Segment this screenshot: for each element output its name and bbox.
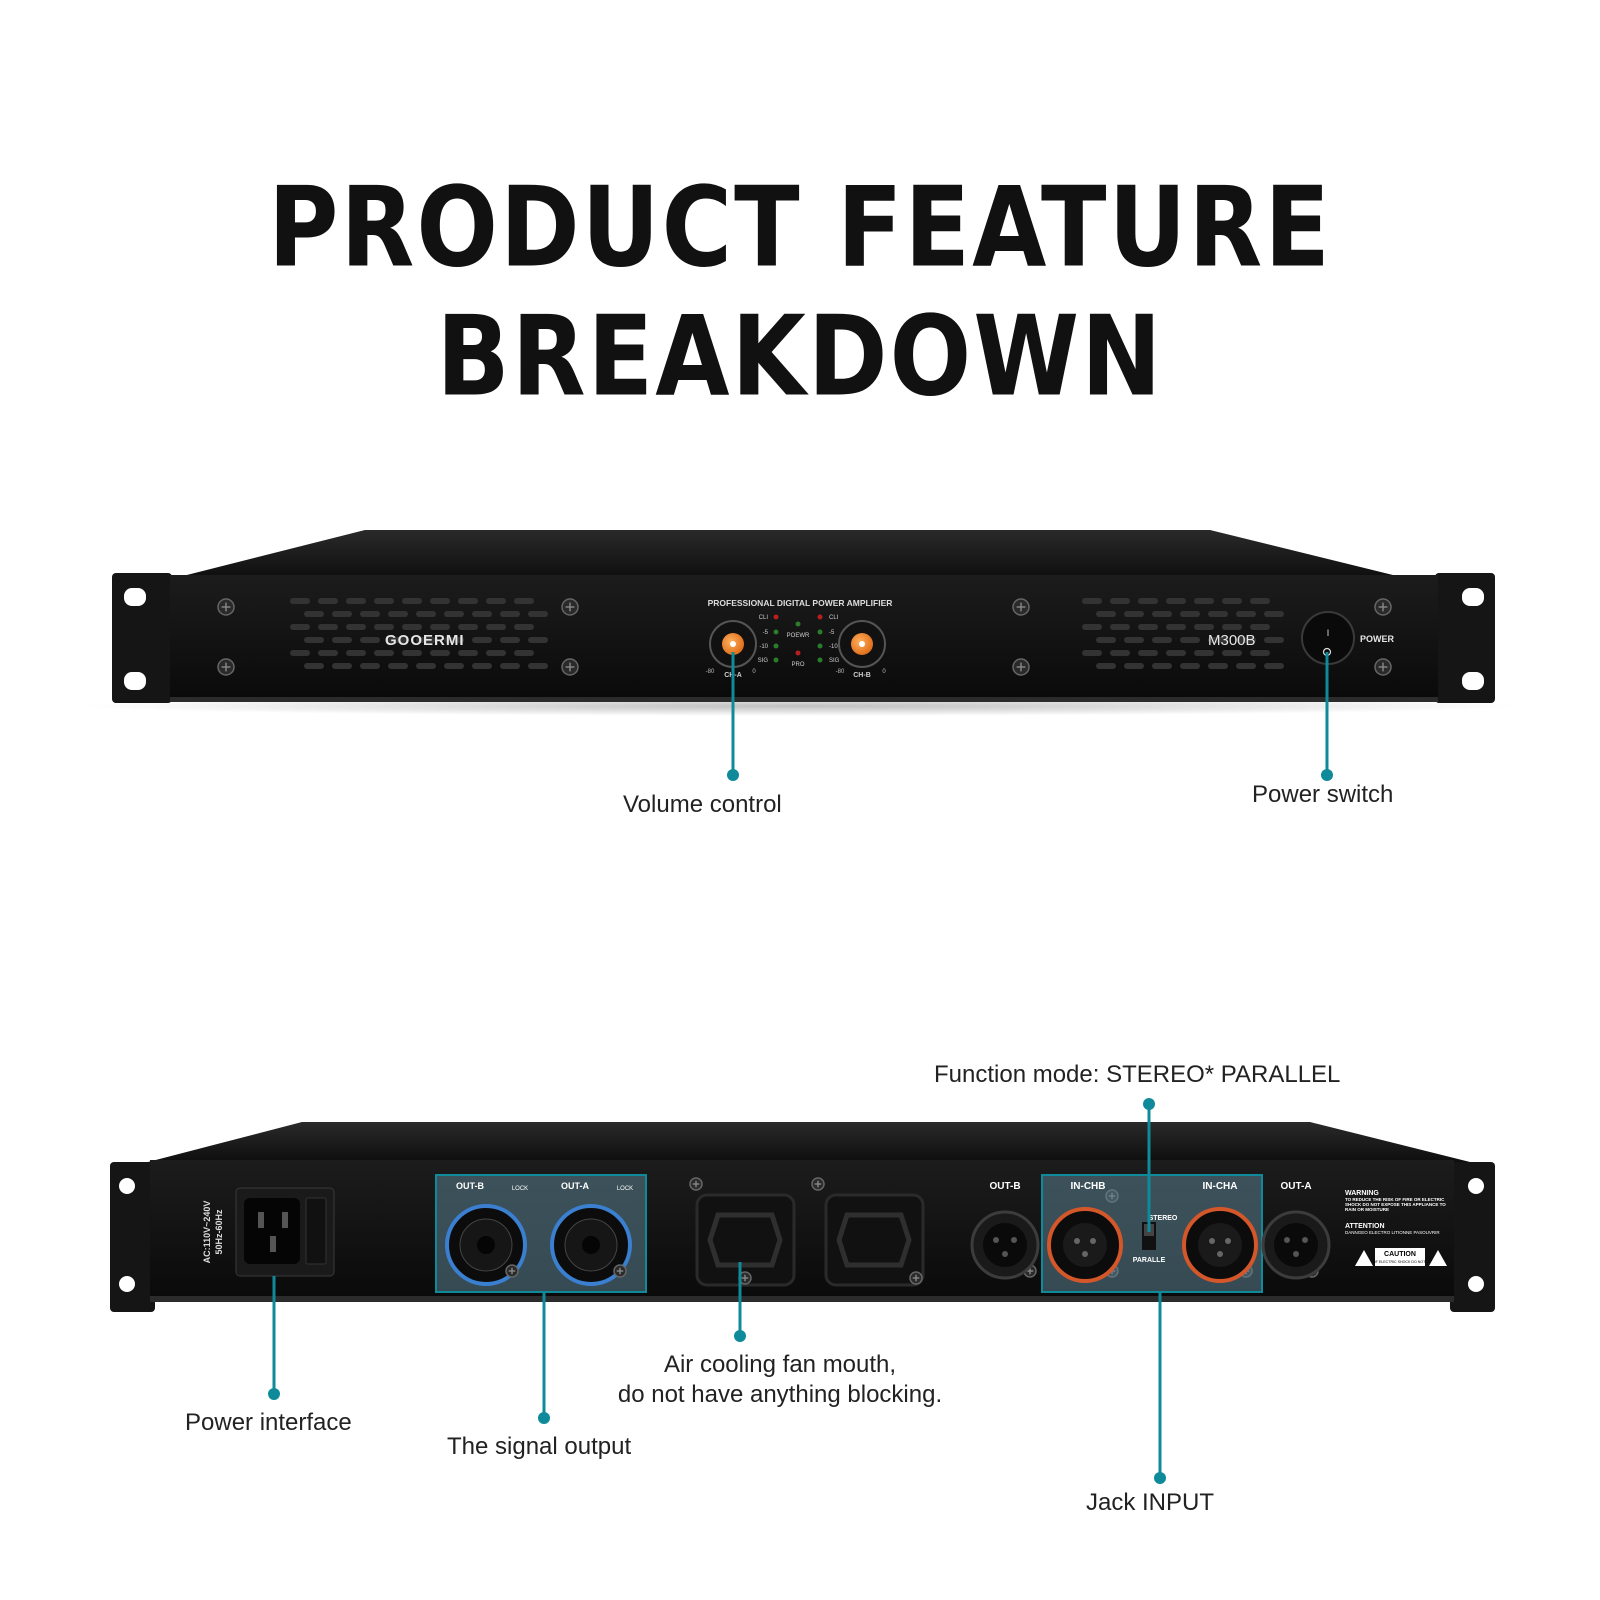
attention-text: DANNGEO ELECTRO LITIONNE PASOUVRIR [1345,1230,1440,1235]
svg-text:-5: -5 [763,630,769,636]
speakon-out-a [550,1204,632,1286]
power-label: POWER [1360,634,1395,644]
power-switch-glyph: I [1327,628,1330,638]
knob-b-max: 0 [882,669,886,675]
xlr-out-a [1261,1210,1331,1280]
xlr-out-a-label: OUT-A [1280,1181,1311,1192]
knob-b-label: CH-B [853,672,871,679]
protect-led-label: PRO [791,662,804,668]
svg-text:CLI: CLI [829,615,839,621]
lock-label-b: LOCK [512,1186,528,1192]
brand-logo: GOOERMI [385,632,465,649]
fan-left [695,1193,796,1287]
jack-input-label: Jack INPUT [1086,1489,1215,1516]
fan-label-line1: Air cooling fan mouth, [663,1351,897,1378]
xlr-in-cha [1182,1207,1258,1283]
knob-b-min: -80 [836,669,845,675]
model-label: M300B [1208,632,1256,649]
rear-panel: AC:110V~240V 50Hz-60Hz OUT-B OUT-A LOCK … [110,1122,1495,1312]
mode-parallel-label: PARALLE [1133,1257,1166,1264]
power-switch-label: Power switch [1252,781,1394,808]
ac-label-1: AC:110V~240V [202,1201,212,1264]
speakon-a-label: OUT-A [561,1181,589,1191]
knob-a-max: 0 [752,669,756,675]
power-led-label: POEWR [787,633,810,639]
svg-text:SIG: SIG [829,658,840,664]
fan-label-line2: do not have anything blocking. [617,1381,943,1408]
caution-text: RISK OF ELECTRIC SHOCK DO NOT OPEN [1363,1260,1436,1264]
caution-box [1375,1248,1425,1266]
caution-title: CAUTION [1384,1251,1416,1258]
page-title: PRODUCT FEATURE BREAKDOWN [268,163,1332,421]
warning-title: WARNING [1345,1190,1379,1197]
fan-right [824,1193,925,1287]
mode-stereo-label: STEREO [1149,1215,1178,1222]
volume-control-label: Volume control [623,791,782,818]
front-header-text: PROFESSIONAL DIGITAL POWER AMPLIFIER [708,598,893,608]
volume-knob-b [838,620,886,668]
lock-label-a: LOCK [617,1186,633,1192]
svg-text:CLI: CLI [759,615,769,621]
volume-knob-a [709,620,757,668]
warning-text: TO REDUCE THE RISK OF FIRE OR ELECTRIC S… [1345,1197,1446,1212]
svg-text:-5: -5 [829,630,835,636]
knob-a-min: -80 [706,669,715,675]
ac-label-2: 50Hz-60Hz [214,1209,224,1255]
power-interface-label: Power interface [185,1409,352,1436]
rack-ear-left [112,573,172,703]
function-mode-label: Function mode: STEREO* PARALLEL [934,1061,1341,1088]
power-inlet [235,1187,335,1277]
speakon-out-b [445,1204,527,1286]
rack-ear-right [1435,573,1495,703]
xlr-in-chb [1047,1207,1123,1283]
svg-text:SIG: SIG [758,658,769,664]
svg-text:-10: -10 [829,644,838,650]
signal-output-label: The signal output [447,1433,632,1460]
xlr-out-b-label: OUT-B [989,1181,1020,1192]
attention-title: ATTENTION [1345,1223,1385,1230]
speakon-b-label: OUT-B [456,1181,484,1191]
callout-lines [268,652,1333,1484]
in-cha-label: IN-CHA [1203,1181,1238,1192]
front-panel: GOOERMI M300B PROFESSIONAL DIGITAL POWER… [80,530,1520,716]
xlr-out-b [970,1210,1040,1280]
in-chb-label: IN-CHB [1071,1181,1106,1192]
svg-text:-10: -10 [759,644,768,650]
